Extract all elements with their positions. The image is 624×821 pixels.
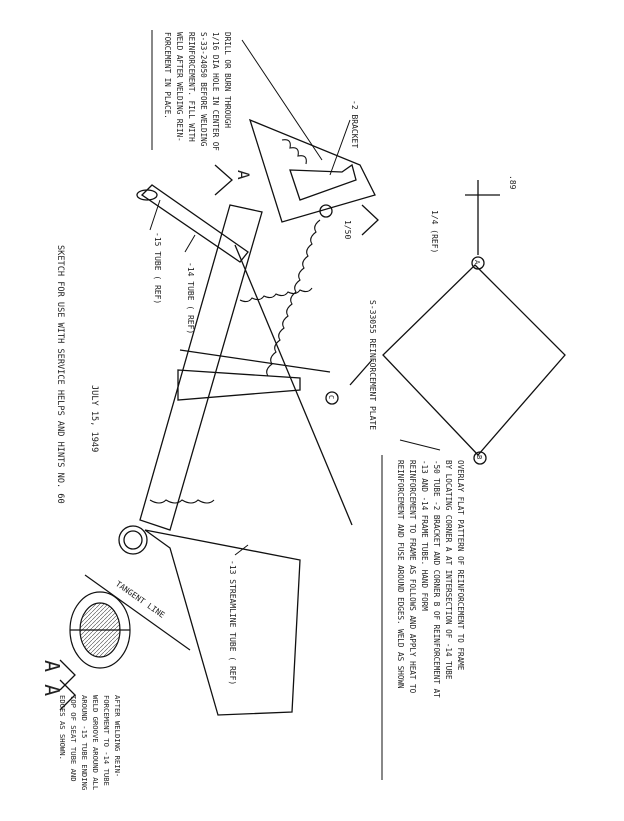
section-view (69, 574, 191, 669)
note-drill: DRILL OR BURN THROUGH 1/16 DIA HOLE IN C… (163, 32, 232, 151)
note-overlay-line: -50 TUBE -2 BRACKET AND CORNER B OF REIN… (432, 460, 441, 698)
label-bracket: -2 BRACKET (350, 100, 359, 148)
plate-leader (349, 359, 373, 386)
weld-bead-main (266, 219, 321, 377)
label-tube13: -13 STREAMLINE TUBE ( REF) (228, 560, 237, 685)
note-after-line: TOP OF SEAT TUBE AND (69, 695, 78, 782)
note-drill-line: WELD AFTER WELDING REIN- (175, 32, 184, 142)
note-after-line: WELD GROOVE AROUND ALL (91, 695, 100, 790)
frame-tubes (118, 118, 376, 716)
arrow-a-top (214, 164, 233, 196)
leader-tube15 (149, 199, 161, 231)
note-drill-line: DRILL OR BURN THROUGH (223, 32, 232, 128)
weld-bead-joint (281, 139, 307, 165)
corner-b-marker (473, 451, 487, 465)
tube-15-stub (140, 184, 249, 263)
bracket-2 (289, 163, 357, 201)
dim-50: 1/50 (343, 220, 352, 239)
tube-end-circle-inner (123, 530, 143, 550)
note-overlay-line: REINFORCEMENT AND FUSE AROUND EDGES. WEL… (396, 460, 405, 689)
note-after-line: AFTER WELDING REIN- (113, 695, 122, 777)
corner-a-label: A (473, 260, 481, 265)
dim-14: 1/4 (REF) (430, 210, 439, 253)
weld-bead-side (239, 287, 313, 303)
arrow-a-right (361, 204, 379, 236)
reinforcement-plate (319, 180, 566, 465)
note-after-welding: AFTER WELDING REIN- FORCEMENT TO -14 TUB… (58, 695, 122, 790)
note-after-line: FORCEMENT TO -14 TUBE (102, 695, 111, 786)
tangent-line (84, 574, 191, 651)
corner-a-marker (471, 256, 485, 270)
leader-bracket (329, 119, 351, 176)
view-a-label: A (234, 170, 253, 180)
page-title: SKETCH FOR USE WITH SERVICE HELPS AND HI… (55, 245, 65, 504)
leader-tube14 (184, 234, 196, 253)
tube-15-end (136, 189, 158, 201)
note-drill-line: FORCEMENT IN PLACE. (163, 32, 172, 119)
note-overlay: OVERLAY FLAT PATTERN OF REINFORCEMENT TO… (396, 460, 465, 698)
note-overlay-line: BY LOCATING CORNER A AT INTERSECTION OF … (444, 460, 453, 680)
leader-overlay (399, 439, 441, 451)
stay-line (234, 244, 353, 526)
note-after-line: AROUND -15 TUBE ENDING (80, 695, 89, 790)
note-drill-line: REINFORCEMENT. FILL WITH (187, 32, 196, 142)
note-after-line: EDGES AS SHOWN. (58, 695, 67, 760)
note-drill-line: 1/16 DIA HOLE IN CENTER OF (211, 32, 220, 151)
corner-a-frame-marker (319, 204, 333, 218)
note-overlay-line: REINFORCEMENT TO FRAME AS FOLLOWS AND AP… (408, 460, 417, 694)
note-overlay-line: -13 AND -14 FRAME TUBE. HAND FORM (420, 460, 429, 611)
note-drill-line: S-33-24050 BEFORE WELDING (199, 32, 208, 147)
tube-end-circle (118, 525, 148, 555)
tube-14-body (139, 204, 263, 531)
leader-lines (149, 39, 441, 556)
weld-beads (149, 139, 321, 504)
tube-13-streamline (144, 529, 301, 716)
corner-c-marker (325, 391, 339, 405)
section-arrows (59, 164, 379, 711)
label-tube14: -14 TUBE ( REF) (186, 262, 195, 334)
label-plate: S-33055 REINFORCEMENT PLATE (368, 300, 377, 430)
leader-drill (241, 39, 323, 161)
dim-89: .89 (508, 175, 517, 190)
corner-b-label: B (475, 455, 483, 459)
tube-50-upper (248, 118, 376, 223)
section-aa-label: A A (40, 660, 64, 696)
stay-line-2 (179, 349, 331, 373)
arrow-section-2 (59, 679, 76, 711)
corner-c-label: C (327, 395, 335, 399)
plate-outline (382, 264, 566, 456)
note-overlay-line: OVERLAY FLAT PATTERN OF REINFORCEMENT TO… (456, 460, 465, 671)
seat-stay (177, 369, 301, 401)
page-date: JULY 15, 1949 (89, 385, 99, 452)
weld-bead-lower (149, 499, 215, 504)
label-tube15: -15 TUBE ( REF) (153, 232, 162, 304)
leader-tube13 (234, 544, 249, 556)
note-frames (151, 30, 383, 780)
